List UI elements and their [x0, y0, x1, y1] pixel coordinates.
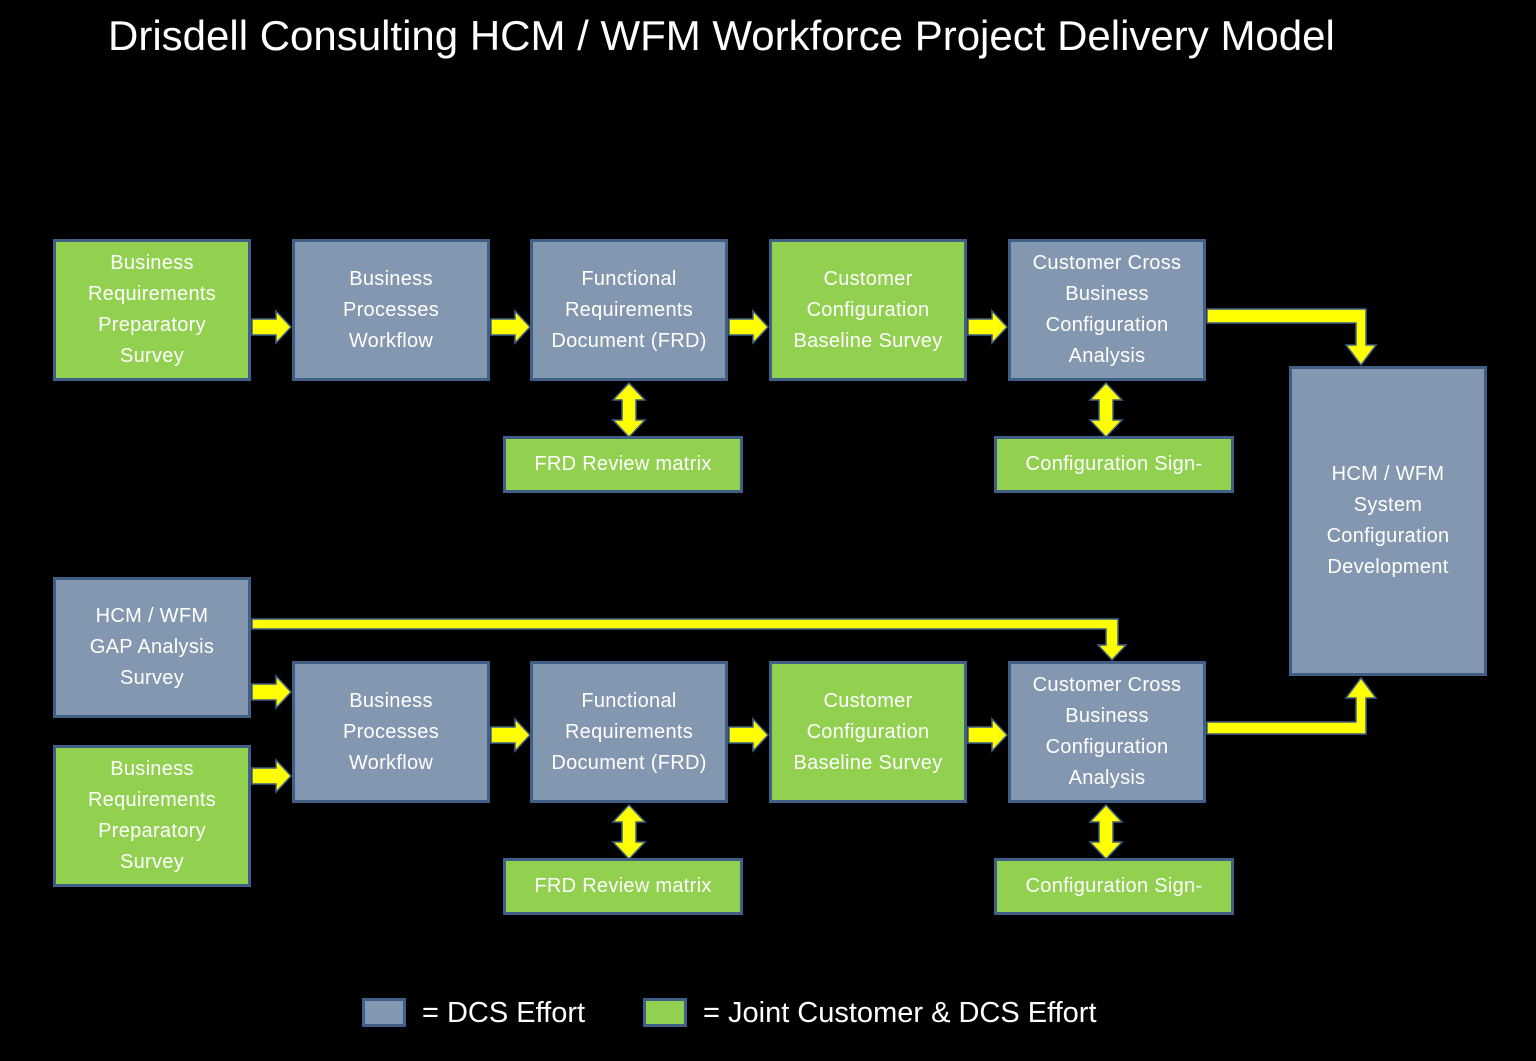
top-frd-review-matrix-box: FRD Review matrix: [503, 436, 743, 493]
arrow-bottom-3: [728, 717, 770, 753]
box-label-line: Configuration: [806, 298, 930, 321]
box-label-line: Customer: [823, 689, 913, 712]
legend-joint-swatch: [643, 998, 687, 1027]
box-label-line: Business: [349, 689, 433, 712]
box-label-line: Business: [1065, 283, 1149, 305]
arrow-bottom-to-system: [1206, 676, 1378, 735]
box-label-line: Customer Cross: [1032, 252, 1182, 274]
box-label-line: Requirements: [87, 283, 217, 305]
bottom-frd-review-matrix-box: FRD Review matrix: [503, 858, 743, 915]
bottom-configuration-signoff-label: Configuration Sign-: [1025, 875, 1203, 897]
box-label-line: System: [1353, 494, 1423, 516]
double-arrow-top-config: [1088, 381, 1124, 439]
arrow-gap-to-analysis: [251, 618, 1128, 662]
legend-dcs-swatch: [362, 998, 406, 1027]
legend-joint-label: = Joint Customer & DCS Effort: [703, 997, 1097, 1029]
box-label-line: Baseline Survey: [793, 751, 943, 774]
box-label-line: Requirements: [564, 720, 694, 743]
box-label-line: Business: [349, 267, 433, 290]
box-label-line: Analysis: [1068, 345, 1146, 367]
legend-dcs-label: = DCS Effort: [422, 997, 586, 1029]
bottom-frd-review-label: FRD Review matrix: [534, 875, 712, 897]
box-label-line: Configuration: [1045, 736, 1169, 758]
box-label-line: Document (FRD): [551, 751, 707, 774]
box-label-line: Configuration: [1045, 314, 1169, 336]
box-label-line: Survey: [119, 667, 185, 689]
arrow-bottom-2: [490, 717, 532, 753]
double-arrow-bottom-frd: [611, 803, 647, 861]
box-label-line: GAP Analysis: [89, 636, 215, 658]
top-frd-review-label: FRD Review matrix: [534, 453, 712, 475]
box-label-line: Configuration: [806, 720, 930, 743]
box-label-line: Customer Cross: [1032, 674, 1182, 696]
box-label-line: Configuration: [1326, 525, 1450, 547]
arrow-top-to-system: [1206, 308, 1378, 367]
double-arrow-top-frd: [611, 381, 647, 439]
double-arrow-bottom-config: [1088, 803, 1124, 861]
box-label-line: Preparatory: [98, 314, 206, 336]
box-label-line: Functional: [581, 267, 677, 290]
box-label-line: Development: [1327, 556, 1449, 578]
box-label-line: Processes: [342, 298, 440, 321]
box-label-line: Business: [110, 758, 194, 780]
arrow-top-3: [728, 309, 770, 345]
box-label-line: Document (FRD): [551, 329, 707, 352]
arrow-gap-to-bpw: [251, 674, 293, 710]
arrow-brps-to-bpw: [251, 758, 293, 794]
box-label-line: Workflow: [348, 751, 434, 774]
box-label-line: HCM / WFM: [95, 605, 209, 627]
box-label-line: Requirements: [87, 789, 217, 811]
box-label-line: Requirements: [564, 298, 694, 321]
top-configuration-signoff-label: Configuration Sign-: [1025, 453, 1203, 475]
box-label-line: Baseline Survey: [793, 329, 943, 352]
box-label-line: Customer: [823, 267, 913, 290]
arrow-top-4: [967, 309, 1009, 345]
arrow-top-1: [251, 309, 293, 345]
box-label-line: Survey: [119, 851, 185, 873]
box-label-line: Workflow: [348, 329, 434, 352]
box-label-line: Analysis: [1068, 767, 1146, 789]
top-configuration-signoff-box: Configuration Sign-: [994, 436, 1234, 493]
box-label-line: Functional: [581, 689, 677, 712]
arrow-bottom-4: [967, 717, 1009, 753]
box-label-line: HCM / WFM: [1331, 463, 1445, 485]
box-label-line: Business: [1065, 705, 1149, 727]
arrow-top-2: [490, 309, 532, 345]
box-label-line: Survey: [119, 345, 185, 367]
diagram-title: Drisdell Consulting HCM / WFM Workforce …: [108, 12, 1335, 59]
box-label-line: Preparatory: [98, 820, 206, 842]
box-label-line: Processes: [342, 720, 440, 743]
bottom-configuration-signoff-box: Configuration Sign-: [994, 858, 1234, 915]
box-label-line: Business: [110, 252, 194, 274]
